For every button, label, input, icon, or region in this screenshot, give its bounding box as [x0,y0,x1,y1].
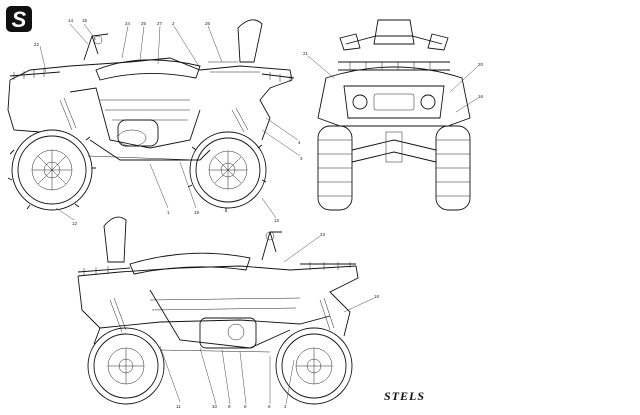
rear-wheel-bottom [87,327,165,405]
callout-2-top: 2 [172,21,175,26]
callout-16: 16 [478,94,484,99]
rear-wheel [7,129,96,211]
callout-20: 20 [478,62,484,67]
callout-18: 18 [374,294,380,299]
callout-2-bottom: 2 [284,404,287,409]
callout-8: 8 [244,404,247,409]
atv-front-view [317,19,471,211]
callout-3: 3 [300,156,303,161]
callout-14: 14 [68,18,74,23]
callout-13: 13 [274,218,280,223]
callout-25: 25 [141,21,147,26]
callout-12: 12 [72,221,78,226]
stels-logo-badge: S [6,6,32,32]
callout-24: 24 [125,21,131,26]
callout-15: 15 [82,18,88,23]
callout-23: 23 [320,232,326,237]
atv-side-view-bottom [77,216,359,405]
callout-numbers: 14 15 22 24 25 27 2 26 1 19 13 3 4 12 21… [34,18,484,409]
callout-11: 11 [176,404,181,409]
front-wheel [187,131,267,212]
callout-6: 6 [268,404,271,409]
logo-letter: S [12,7,27,32]
callout-9: 9 [228,404,231,409]
callout-27: 27 [157,21,163,26]
callout-4: 4 [298,140,301,145]
callout-19: 19 [194,210,200,215]
front-wheel-bottom [275,327,353,405]
callout-22: 22 [34,42,40,47]
callout-21: 21 [303,51,309,56]
callout-leaders [39,23,479,405]
callout-1: 1 [167,210,170,215]
callout-26: 26 [205,21,211,26]
stels-wordmark: STELS [384,389,425,403]
atv-side-view-top [7,19,295,212]
callout-10: 10 [212,404,218,409]
